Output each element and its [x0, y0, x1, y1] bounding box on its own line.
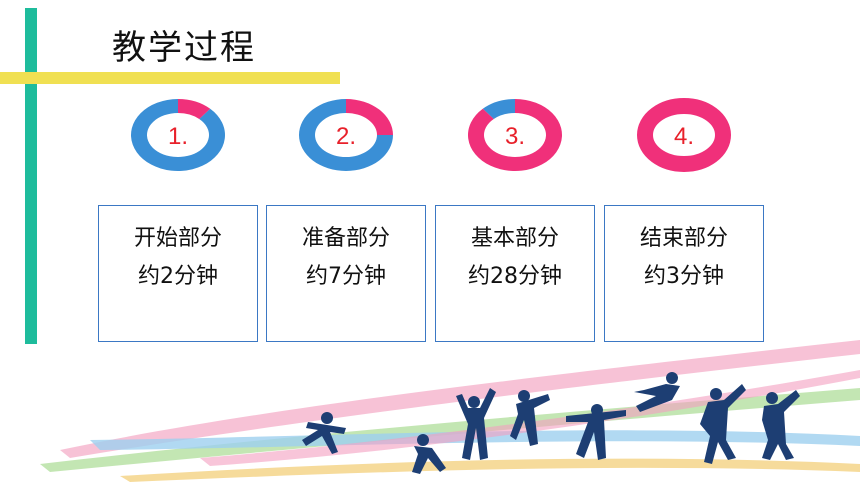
donut-chart-2: 2.	[299, 99, 393, 171]
step-1-duration: 约2分钟	[138, 264, 218, 289]
donut-pink-segment	[178, 99, 211, 119]
donut-blue-segment	[131, 99, 225, 171]
donut-pink-segment	[468, 99, 562, 171]
step-box-4: 结束部分 约3分钟	[604, 205, 764, 342]
step-box-2: 准备部分 约7分钟	[266, 205, 426, 342]
donut-step-1: 1.	[130, 97, 226, 173]
donut-blue-segment	[482, 99, 515, 119]
accent-horizontal-bar	[0, 72, 340, 84]
accent-vertical-bar	[25, 8, 37, 344]
step-4-duration: 约3分钟	[644, 264, 724, 289]
step-4-name: 结束部分	[639, 226, 728, 251]
donut-pink-segment	[346, 99, 393, 135]
sports-ribbon-illustration	[40, 340, 860, 482]
donut-chart-1: 1.	[131, 99, 225, 171]
step-number-label: 4.	[674, 123, 694, 150]
step-2-duration: 约7分钟	[306, 264, 386, 289]
donut-step-2: 2.	[298, 97, 394, 173]
step-box-1: 开始部分 约2分钟	[98, 205, 258, 342]
donut-step-3: 3.	[467, 97, 563, 173]
step-3-name: 基本部分	[470, 226, 559, 251]
donut-pink-segment	[637, 98, 731, 172]
step-number-label: 1.	[168, 123, 188, 150]
step-number-label: 3.	[505, 123, 525, 150]
donut-step-4: 4.	[636, 97, 732, 173]
step-3-duration: 约28分钟	[468, 264, 562, 289]
step-1-name: 开始部分	[133, 226, 222, 251]
donut-blue-segment	[299, 99, 393, 171]
slide-title: 教学过程	[112, 28, 256, 68]
donut-chart-3: 3.	[468, 99, 562, 171]
step-2-name: 准备部分	[301, 226, 390, 251]
donut-chart-4: 4.	[637, 98, 731, 172]
step-box-3: 基本部分 约28分钟	[435, 205, 595, 342]
step-number-label: 2.	[336, 123, 356, 150]
